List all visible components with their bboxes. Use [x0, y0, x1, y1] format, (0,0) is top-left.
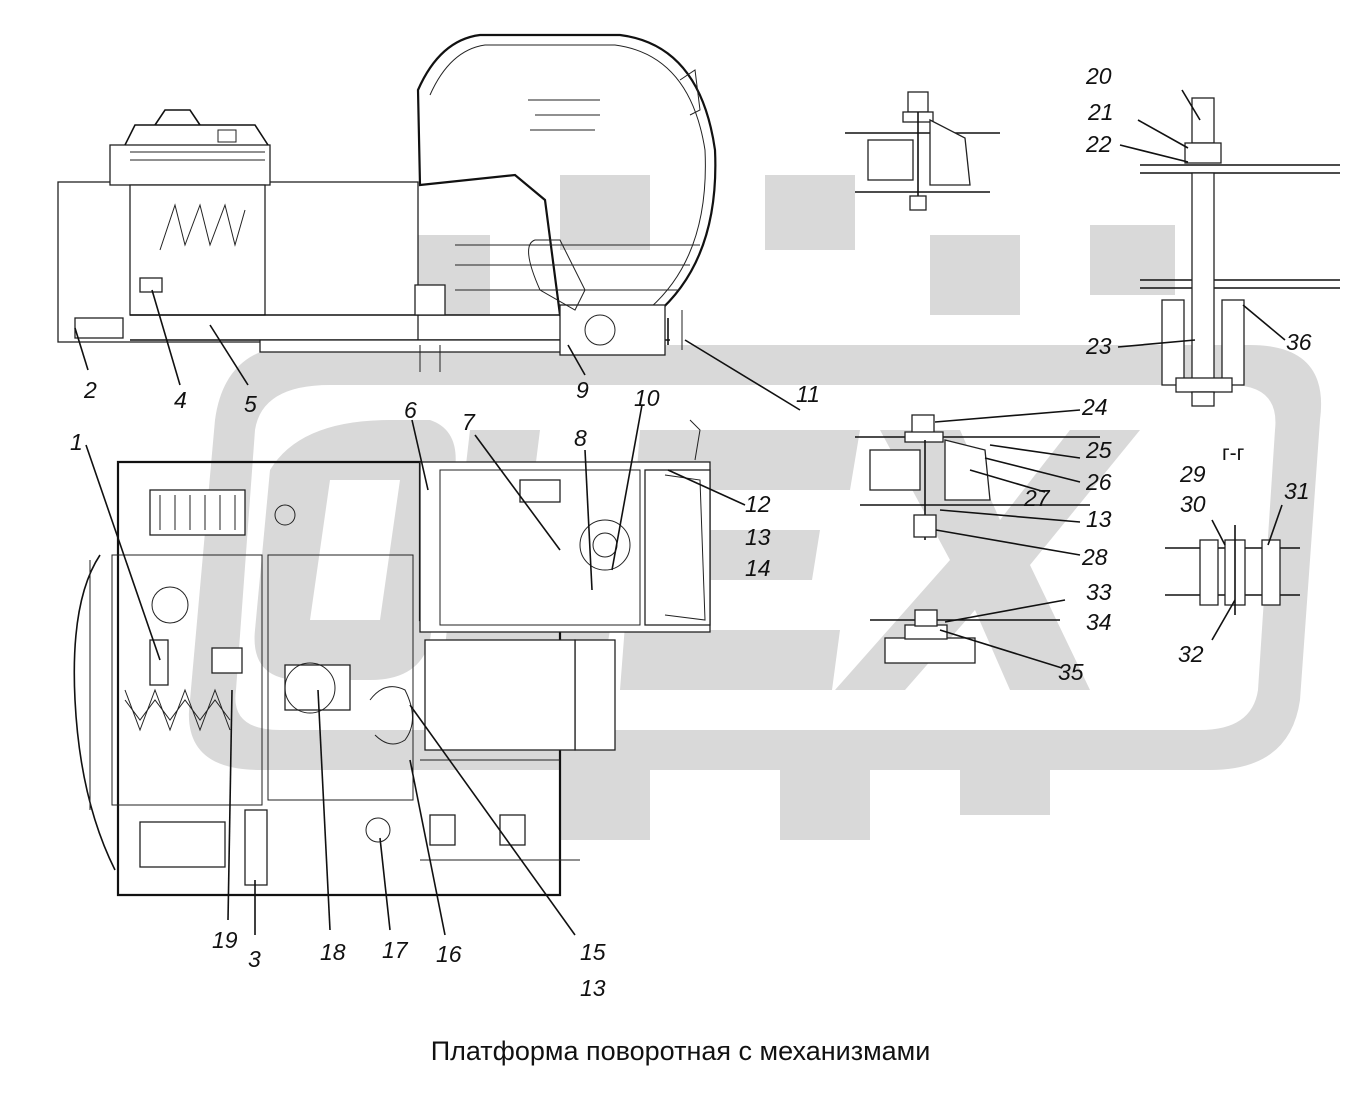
callout-23: 23 — [1085, 333, 1112, 359]
callout-20: 20 — [1085, 63, 1112, 89]
callout-labels: 1 2 3 4 5 6 7 8 9 10 11 12 13 14 15 16 1… — [70, 63, 1312, 1001]
figure-caption: Платформа поворотная с механизмами — [430, 1036, 931, 1066]
callout-30: 30 — [1180, 491, 1206, 517]
callout-16: 16 — [436, 941, 462, 967]
callout-4: 4 — [174, 387, 187, 413]
callout-15: 15 — [580, 939, 606, 965]
callout-9: 9 — [576, 377, 589, 403]
section-mark: г-г — [1222, 442, 1245, 465]
detail-joint-top — [845, 91, 1000, 211]
plan-view — [73, 419, 711, 897]
detail-bolt-assembly — [1140, 97, 1340, 407]
callout-2: 2 — [83, 377, 97, 403]
callout-28: 28 — [1081, 544, 1108, 570]
callout-12: 12 — [745, 491, 771, 517]
callout-26: 26 — [1085, 469, 1112, 495]
callout-27: 27 — [1023, 485, 1051, 511]
callout-17: 17 — [382, 937, 409, 963]
callout-5: 5 — [244, 391, 257, 417]
callout-19: 19 — [212, 927, 238, 953]
callout-14: 14 — [745, 555, 771, 581]
callout-32: 32 — [1178, 641, 1204, 667]
callout-3: 3 — [248, 946, 261, 972]
callout-6: 6 — [404, 397, 417, 423]
callout-22: 22 — [1085, 131, 1112, 157]
callout-25: 25 — [1085, 437, 1112, 463]
detail-mount-lower — [870, 609, 1060, 664]
callout-7: 7 — [462, 409, 476, 435]
leader-lines — [74, 89, 1286, 936]
callout-1: 1 — [70, 429, 83, 455]
callout-11: 11 — [796, 381, 820, 407]
callout-8: 8 — [574, 425, 587, 451]
callout-31: 31 — [1284, 478, 1310, 504]
callout-34: 34 — [1086, 609, 1112, 635]
detail-joint-middle — [855, 414, 1100, 540]
callout-10: 10 — [634, 385, 660, 411]
callout-18: 18 — [320, 939, 346, 965]
side-view — [57, 33, 717, 372]
callout-14-detail: 13 — [1086, 506, 1112, 532]
callout-24: 24 — [1081, 394, 1108, 420]
callout-29: 29 — [1179, 461, 1206, 487]
callout-13: 13 — [745, 524, 771, 550]
callout-36: 36 — [1286, 329, 1312, 355]
callout-35: 35 — [1058, 659, 1084, 685]
detail-section-gg — [1165, 525, 1300, 615]
callout-33: 33 — [1086, 579, 1112, 605]
callout-13-bottom: 13 — [580, 975, 606, 1001]
callout-21: 21 — [1087, 99, 1114, 125]
